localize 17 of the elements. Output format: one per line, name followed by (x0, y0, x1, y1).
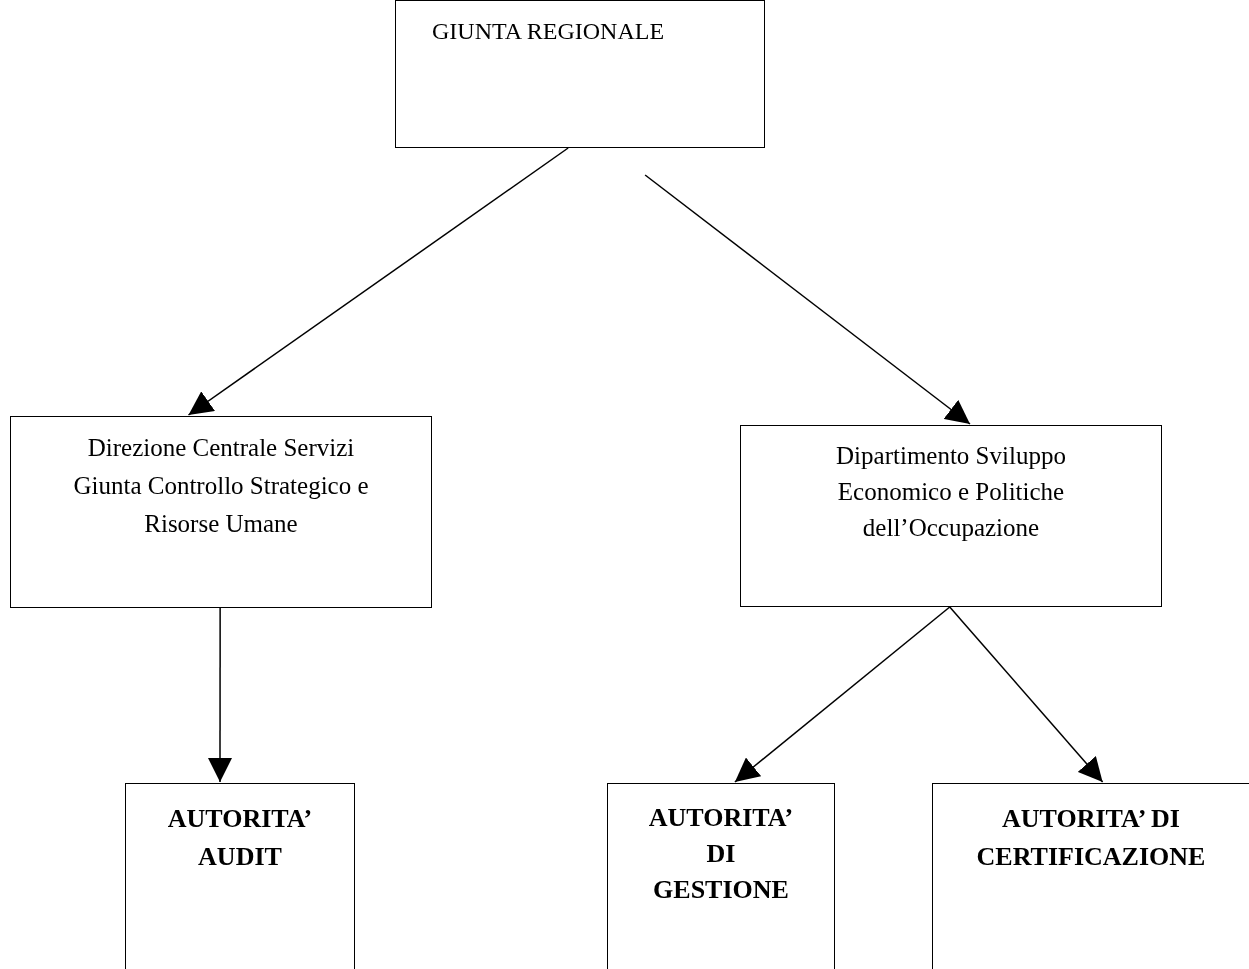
org-box (740, 425, 1162, 607)
arrow (949, 606, 1104, 783)
arrow (734, 606, 951, 783)
box-label: AUTORITA’ DI GESTIONE (647, 802, 795, 906)
box-label: Direzione Centrale Servizi Giunta Controllo Strategico e Risorse Umane (72, 433, 370, 539)
arrow (187, 147, 569, 416)
org-box (395, 0, 765, 148)
org-box (10, 416, 432, 608)
box-label: AUTORITA’ DI CERTIFICAZIONE (975, 803, 1207, 873)
box-label: AUTORITA’ AUDIT (166, 803, 314, 873)
org-box (607, 783, 835, 969)
arrow (644, 174, 971, 425)
arrow (208, 607, 232, 783)
org-box (125, 783, 355, 969)
box-label: GIUNTA REGIONALE (432, 17, 665, 46)
org-box (932, 783, 1249, 969)
box-label: Dipartimento Sviluppo Economico e Politiche dell’Occupazione (835, 441, 1067, 543)
